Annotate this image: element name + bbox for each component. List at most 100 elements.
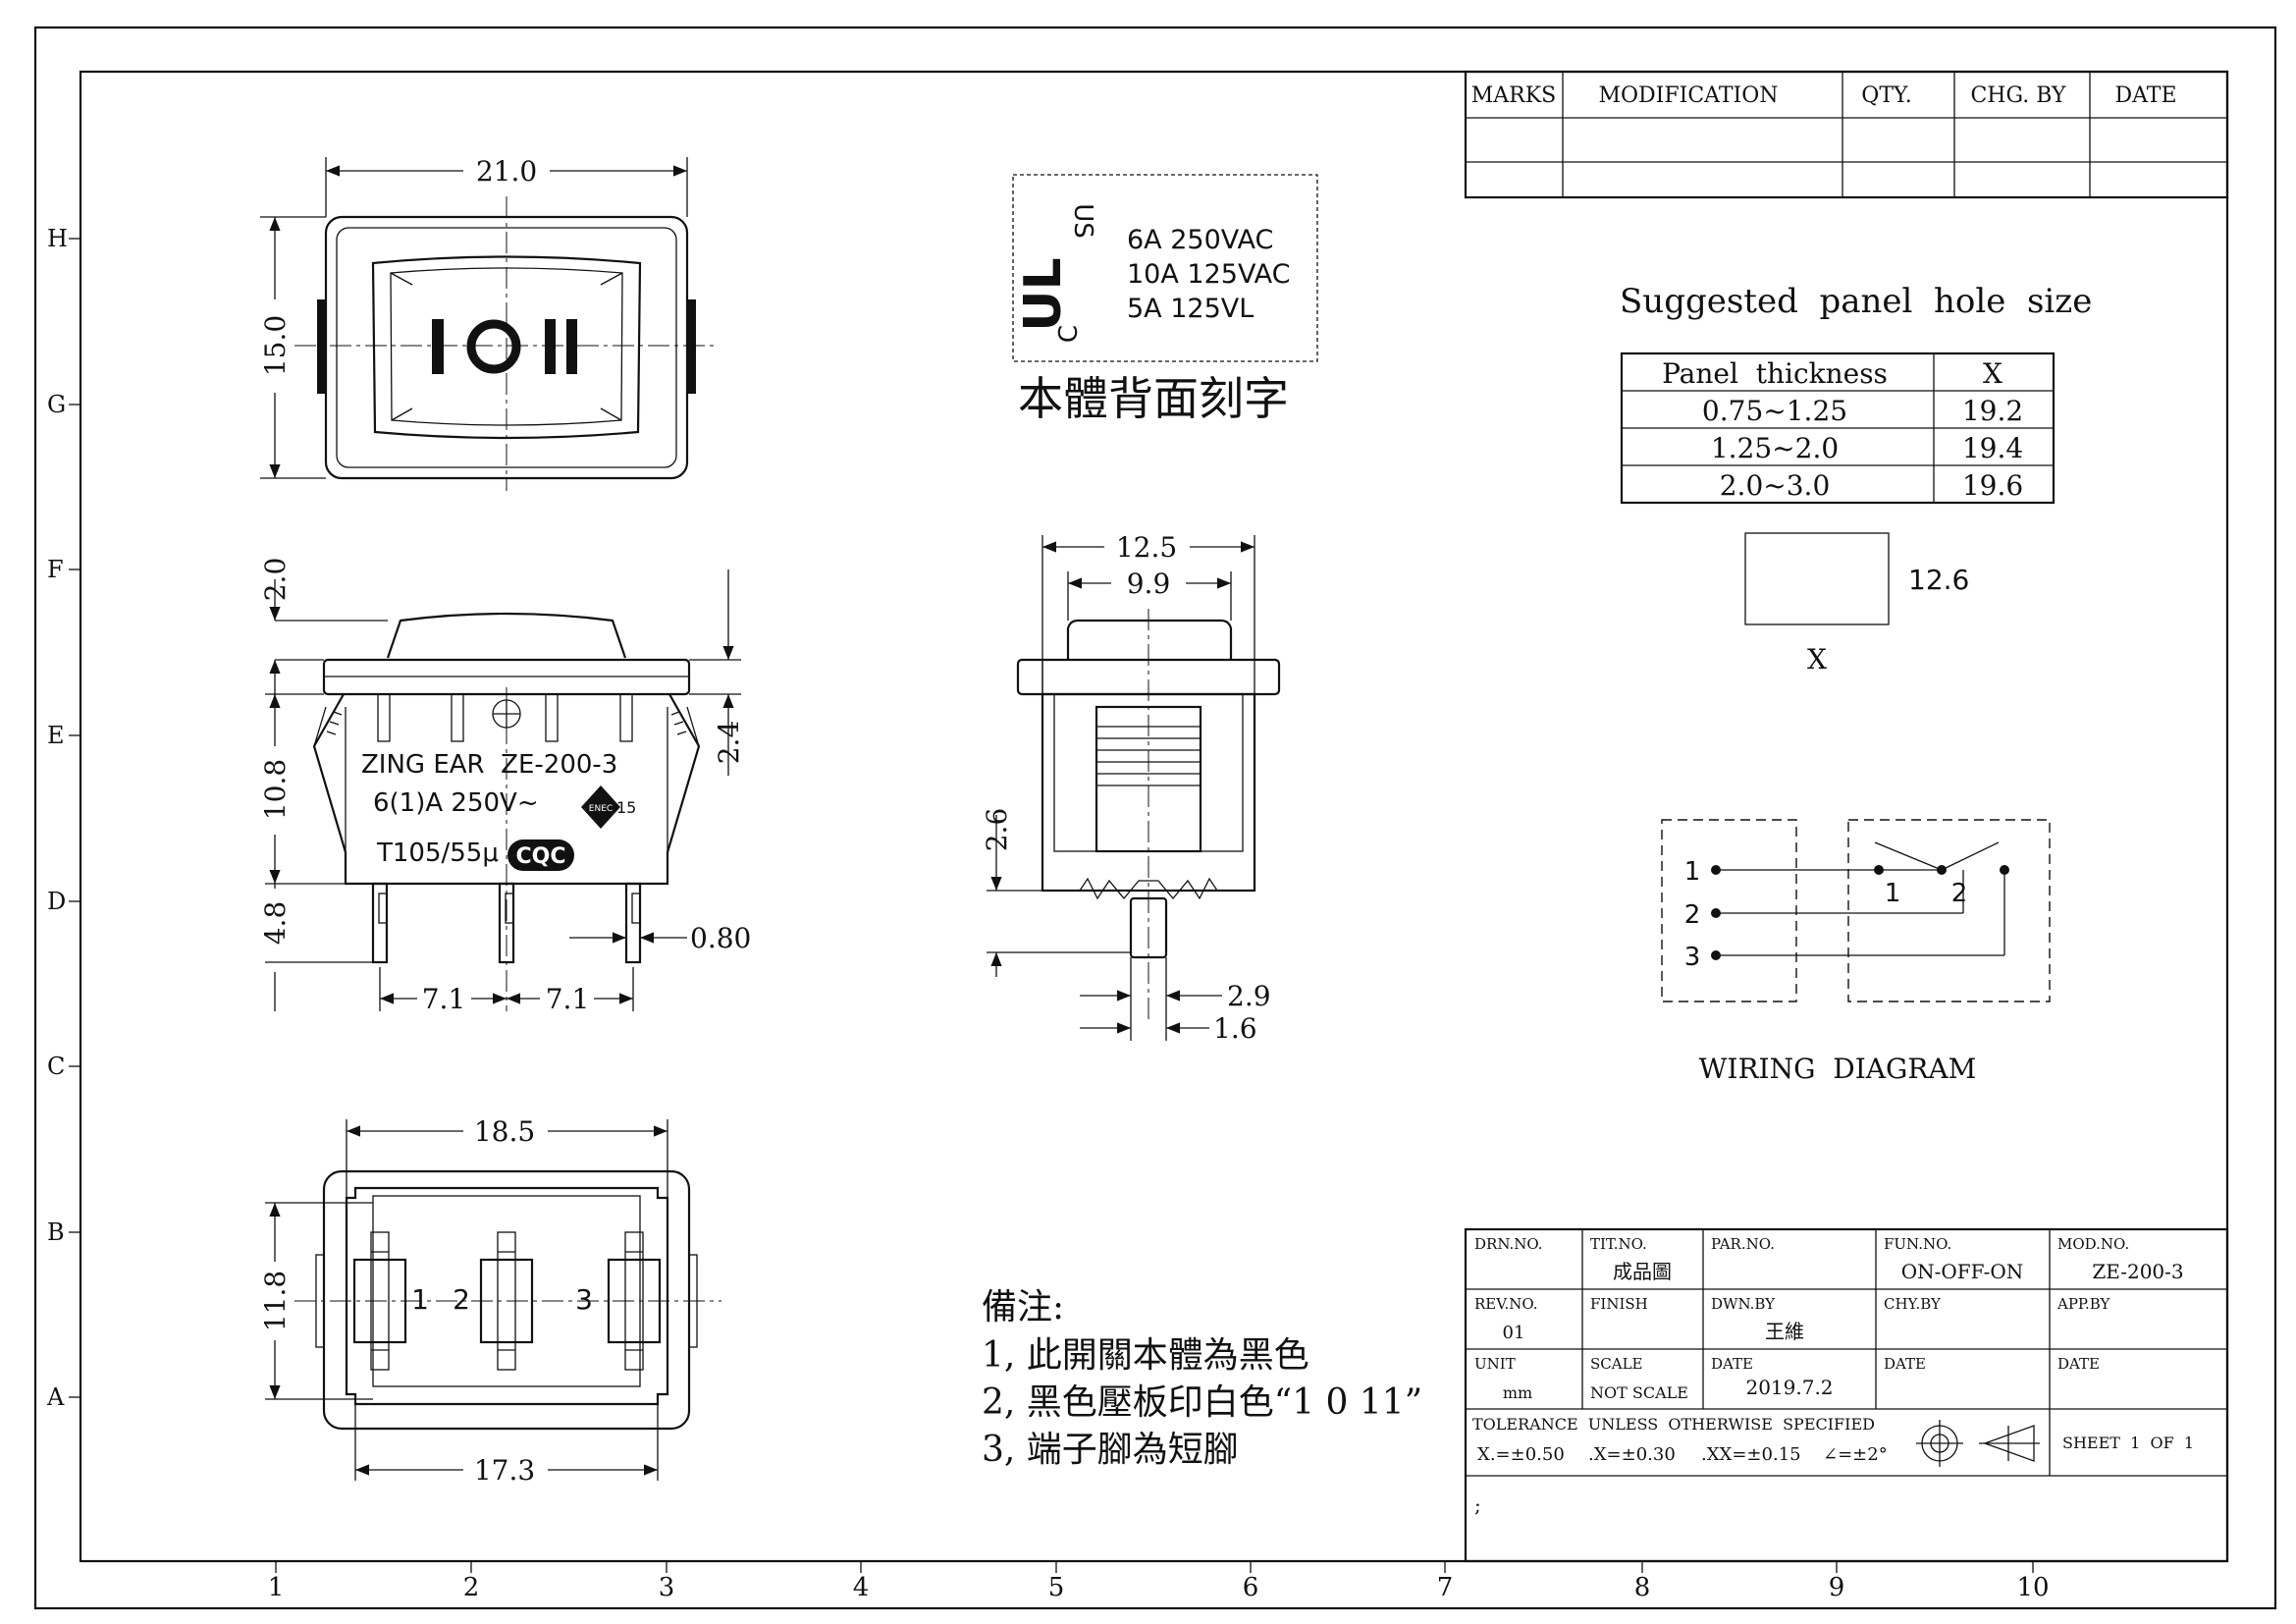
tb-dwn-by-value: 王維: [1765, 1320, 1804, 1343]
tb-rev-no-value: 01: [1503, 1323, 1525, 1343]
grid-row-f: F: [47, 556, 64, 583]
dim-side-pitch-right: 7.1: [546, 983, 590, 1015]
tb-rev-no-label: REV.NO.: [1474, 1295, 1538, 1313]
tb-remark: ;: [1474, 1493, 1481, 1517]
dim-bottom-width-top: 18.5: [474, 1115, 535, 1148]
grid-row-labels: H G F E D C B A: [46, 225, 68, 1411]
tb-tolerance-1: .X=±0.30: [1588, 1444, 1676, 1465]
bottom-view: 1 2 3 18.5 17.3 11.8: [259, 1115, 721, 1487]
cqc-logo-text: CQC: [516, 844, 566, 869]
grid-row-g: G: [47, 391, 66, 418]
notes-heading: 備注:: [982, 1287, 1064, 1327]
marking-line2: 6(1)A 250V~: [373, 788, 539, 818]
dim-side-pins: 4.8: [259, 901, 292, 946]
tb-par-no-label: PAR.NO.: [1711, 1235, 1775, 1253]
panel-hole-height: 12.6: [1908, 564, 1969, 596]
cul-logo-ul: UL: [1014, 257, 1073, 331]
cul-logo-c: C: [1054, 325, 1084, 343]
marking-line1: ZING EAR ZE-200-3: [361, 750, 617, 780]
grid-column-labels: 1 2 3 4 5 6 7 8 9 10: [268, 1573, 2050, 1602]
dim-bottom-height: 11.8: [259, 1271, 292, 1331]
tb-date2-label: DATE: [1884, 1355, 1926, 1373]
grid-col-4: 4: [853, 1573, 870, 1602]
wiring-switch-label-2: 2: [1951, 879, 1968, 908]
tb-fun-no-label: FUN.NO.: [1884, 1235, 1951, 1253]
rev-header-qty: QTY.: [1861, 83, 1911, 108]
grid-row-h: H: [47, 225, 68, 252]
tb-date3-label: DATE: [2057, 1355, 2100, 1373]
ul-rating-box: US UL C 6A 250VAC 10A 125VAC 5A 125VL 本體…: [1012, 174, 1318, 425]
projection-symbol-icon: [1916, 1420, 2040, 1467]
tb-fun-no-value: ON-OFF-ON: [1901, 1260, 2024, 1283]
rating-line-2: 10A 125VAC: [1127, 259, 1291, 290]
cqc-logo: CQC: [507, 839, 574, 871]
dim-side-pitch-left: 7.1: [422, 983, 466, 1015]
rev-header-chg-by: CHG. BY: [1970, 83, 2066, 108]
wiring-terminal-2: 2: [1684, 900, 1701, 930]
inner-border: [79, 70, 2229, 1563]
tb-scale-label: SCALE: [1590, 1355, 1643, 1373]
panel-table-header-thickness: Panel thickness: [1662, 357, 1888, 390]
grid-row-c: C: [47, 1053, 65, 1080]
dim-side-top: 2.0: [259, 558, 292, 602]
terminal-label-3: 3: [575, 1283, 593, 1316]
panel-table-header-x: X: [1983, 357, 2002, 390]
rev-header-date: DATE: [2114, 83, 2176, 108]
wiring-terminal-1: 1: [1684, 857, 1701, 887]
cul-logo-us: US: [1068, 203, 1097, 239]
dim-end-tab-thickness: 2.9: [1227, 980, 1271, 1012]
tb-unit-label: UNIT: [1474, 1355, 1516, 1373]
dim-end-snap: 2.6: [981, 808, 1013, 852]
tb-mod-no-value: ZE-200-3: [2092, 1260, 2183, 1283]
rating-caption: 本體背面刻字: [1018, 372, 1289, 425]
tb-drn-no-label: DRN.NO.: [1474, 1235, 1543, 1253]
grid-row-b: B: [47, 1218, 65, 1246]
dim-top-height: 15.0: [259, 315, 292, 376]
notes-item-3: 3, 端子腳為短腳: [982, 1430, 1239, 1470]
dim-side-pin-width: 0.80: [690, 922, 751, 954]
panel-thickness-table: Panel thickness X 0.75~1.25 19.2 1.25~2.…: [1620, 352, 2056, 505]
panel-hole-width-label: X: [1807, 643, 1827, 676]
tb-date1-label: DATE: [1711, 1355, 1753, 1373]
wiring-switch-label-1: 1: [1885, 879, 1901, 908]
tb-sheet: SHEET 1 OF 1: [2062, 1434, 2194, 1452]
grid-row-e: E: [47, 722, 65, 749]
tb-app-by-label: APP.BY: [2056, 1295, 2111, 1313]
tb-tit-no-value: 成品圖: [1613, 1260, 1672, 1283]
enec-logo-text: ENEC: [589, 804, 613, 814]
grid-col-1: 1: [268, 1573, 285, 1602]
wiring-terminal-3: 3: [1684, 943, 1701, 972]
title-block: DRN.NO. TIT.NO. PAR.NO. FUN.NO. MOD.NO. …: [1464, 1227, 2229, 1563]
top-view: 21.0 15.0: [259, 155, 719, 491]
dim-end-outer: 12.5: [1116, 531, 1177, 564]
panel-table-r3-x: 19.6: [1962, 469, 2023, 502]
grid-col-9: 9: [1829, 1573, 1845, 1602]
panel-hole-section: Suggested panel hole size Panel thicknes…: [1620, 282, 2092, 676]
wiring-diagram: 1 2 3 1 2 WIRING DIAGRAM: [1661, 819, 2051, 1085]
panel-hole-title: Suggested panel hole size: [1620, 282, 2092, 321]
wiring-diagram-title: WIRING DIAGRAM: [1699, 1053, 1977, 1085]
outer-border: [33, 26, 2277, 1610]
enec-logo: ENEC 15: [581, 785, 636, 829]
tb-unit-value: mm: [1503, 1383, 1532, 1402]
tb-finish-label: FINISH: [1590, 1295, 1648, 1313]
revision-table: MARKS MODIFICATION QTY. CHG. BY DATE: [1464, 70, 2229, 199]
side-view: ZING EAR ZE-200-3 6(1)A 250V~ T105/55μ E…: [259, 558, 751, 1015]
grid-col-8: 8: [1634, 1573, 1651, 1602]
panel-table-r1-thickness: 0.75~1.25: [1702, 395, 1847, 427]
tb-tolerance-0: X.=±0.50: [1477, 1444, 1565, 1465]
notes: 備注: 1, 此開關本體為黑色 2, 黑色壓板印白色“1 0 11” 3, 端子…: [982, 1287, 1422, 1470]
legend-on-ii-b: [566, 319, 577, 374]
grid-col-5: 5: [1048, 1573, 1065, 1602]
grid-row-d: D: [47, 888, 66, 915]
terminal-label-1: 1: [411, 1283, 429, 1316]
panel-hole-outline: [1744, 532, 1890, 625]
dim-side-body: 10.8: [259, 759, 292, 820]
legend-off-o: [466, 319, 521, 374]
enec-number: 15: [616, 798, 636, 817]
panel-table-r3-thickness: 2.0~3.0: [1720, 469, 1831, 502]
tb-tolerance-3: ∠=±2°: [1823, 1444, 1888, 1465]
dim-top-width: 21.0: [476, 155, 537, 188]
rev-header-marks: MARKS: [1471, 83, 1557, 108]
